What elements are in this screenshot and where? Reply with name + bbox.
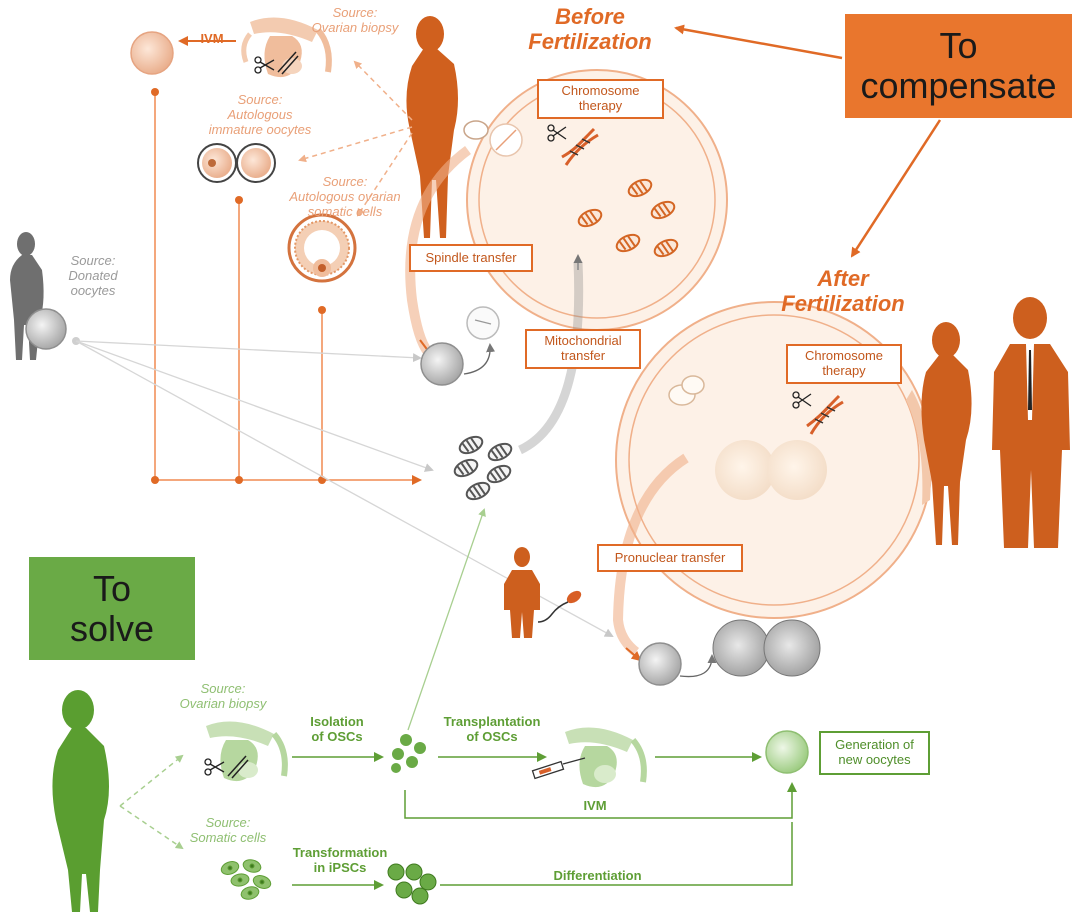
solve-line1: To <box>92 567 132 609</box>
source-label-line: Autologous ovarian <box>289 188 401 204</box>
ipsc-cells <box>387 863 437 905</box>
source-label-line: Ovarian biopsy <box>311 19 399 35</box>
ivm-label-orange: IVM <box>200 31 224 46</box>
spindle-transfer-box: Spindle transfer <box>409 244 533 272</box>
arrow-to-before <box>674 24 843 60</box>
dna-scissors-icon <box>547 124 599 166</box>
source-somatic-cells: Source: Autologous ovarian somatic cells <box>280 174 410 220</box>
after-title-line2: Fertilization <box>781 291 905 317</box>
source-label-line: Source: <box>200 681 246 696</box>
ivm-label-green: IVM <box>583 798 607 813</box>
mitochondrial-transfer-box: Mitochondrial transfer <box>525 329 641 369</box>
step-line: Transformation <box>292 845 388 860</box>
mito-transfer-arrow <box>517 261 584 455</box>
osc-cells <box>391 734 426 773</box>
arrow-to-after <box>850 119 942 258</box>
source-ovarian-biopsy-green: Source: Ovarian biopsy <box>168 681 278 712</box>
source-ovarian-biopsy: Source: Ovarian biopsy <box>300 5 410 36</box>
box-line: therapy <box>578 98 623 113</box>
mitochondria-orange <box>577 178 679 258</box>
isolation-of-oscs-label: Isolation of OSCs <box>292 714 382 745</box>
box-line: Chromosome <box>804 348 884 364</box>
new-oocyte <box>765 730 809 774</box>
step-line: Transplantation <box>443 714 541 729</box>
to-compensate-banner: To compensate <box>845 14 1072 118</box>
step-line: of OSCs <box>311 728 363 744</box>
source-label-line: Somatic cells <box>189 829 267 845</box>
osc-to-mitochondria-arrow <box>407 508 486 731</box>
box-line: therapy <box>822 363 866 378</box>
somatic-cells-green <box>220 859 272 900</box>
spindle-transfer-recipient <box>405 145 500 386</box>
couple-woman-silhouette <box>921 322 972 545</box>
after-fertilization-title: After Fertilization <box>758 266 928 317</box>
man-silhouette-small <box>504 547 540 638</box>
ovarian-follicle <box>287 213 357 283</box>
transformation-label: Transformation in iPSCs <box>282 845 398 876</box>
ivm-oocyte <box>130 31 174 75</box>
source-label-line: Ovarian biopsy <box>179 695 267 711</box>
green-flow-arrows <box>292 752 797 890</box>
donated-oocyte <box>25 308 67 350</box>
box-line: transfer <box>560 348 606 363</box>
source-label-line: somatic cells <box>307 203 383 219</box>
immature-oocytes <box>197 143 276 183</box>
after-title-line1: After <box>817 266 869 291</box>
solve-line2: solve <box>69 607 155 649</box>
chromosome-therapy-before-box: Chromosome therapy <box>537 79 664 119</box>
spindle-icon <box>463 120 523 157</box>
pronucleus-female <box>715 440 775 500</box>
green-woman-silhouette <box>52 690 109 912</box>
transplantation-of-oscs-label: Transplantation of OSCs <box>432 714 552 745</box>
source-label-line: Source: <box>205 815 251 830</box>
zona-shade <box>906 390 931 505</box>
dna-scissors-icon <box>792 391 844 435</box>
to-solve-banner: To solve <box>29 557 195 660</box>
uterus-biopsy-green <box>204 721 288 782</box>
source-label-line: Autologous <box>227 106 293 122</box>
source-label-line: Source: <box>70 253 116 268</box>
pronuclear-transfer-box: Pronuclear transfer <box>597 544 743 572</box>
before-fertilization-title: Before Fertilization <box>520 4 660 55</box>
step-line: in iPSCs <box>313 859 367 875</box>
source-label-line: Source: <box>332 5 378 20</box>
step-line: of OSCs <box>466 728 518 744</box>
chromosome-therapy-after-box: Chromosome therapy <box>786 344 902 384</box>
source-immature-oocytes: Source: Autologous immature oocytes <box>200 92 320 138</box>
polar-body <box>681 375 705 395</box>
orange-connector-bus <box>154 92 422 485</box>
source-label-line: oocytes <box>70 282 116 298</box>
uterus-transplant-green <box>531 727 647 788</box>
box-line: Chromosome <box>561 83 640 99</box>
before-title-line2: Fertilization <box>528 29 652 55</box>
compensate-line2: compensate <box>860 65 1057 106</box>
source-label-line: immature oocytes <box>208 121 312 137</box>
woman-silhouette-orange <box>406 16 458 238</box>
pronucleus-male <box>767 440 827 500</box>
source-donated-oocytes: Source: Donated oocytes <box>58 253 128 299</box>
source-label-line: Source: <box>322 174 368 189</box>
source-somatic-cells-green: Source: Somatic cells <box>178 815 278 846</box>
differentiation-label: Differentiation <box>553 868 642 883</box>
uterus-biopsy-illustration <box>241 17 332 78</box>
couple-man-silhouette <box>992 297 1070 548</box>
box-line: Generation of <box>835 737 914 753</box>
compensate-line1: To <box>939 25 978 67</box>
source-label-line: Source: <box>237 92 283 107</box>
step-line: Isolation <box>310 714 364 729</box>
source-label-line: Donated <box>68 267 118 283</box>
sperm-icon <box>537 590 582 623</box>
pronuclear-transfer-flow <box>612 453 821 686</box>
before-title-line1: Before <box>555 4 625 29</box>
generation-new-oocytes-box: Generation of new oocytes <box>819 731 930 775</box>
box-line: new oocytes <box>838 752 911 767</box>
box-line: Mitochondrial <box>544 333 622 349</box>
mitochondria-gray <box>453 435 513 501</box>
